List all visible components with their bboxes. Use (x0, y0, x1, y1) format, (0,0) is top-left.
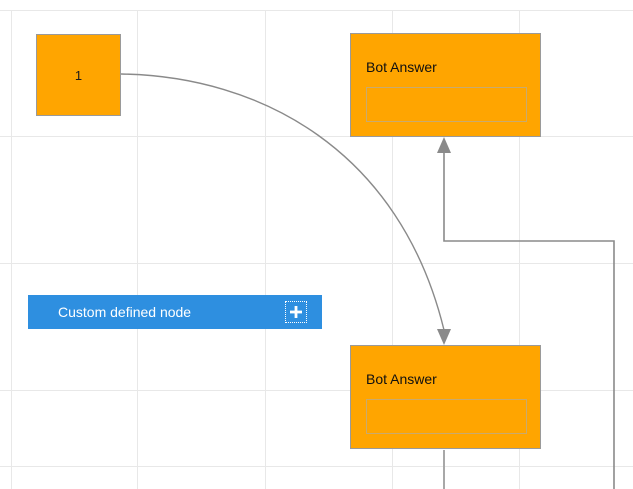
node-bot-answer-top[interactable]: Bot Answer (350, 33, 541, 137)
plus-glyph (290, 306, 302, 318)
plus-icon[interactable] (285, 301, 307, 323)
node-title: Bot Answer (366, 59, 437, 75)
node-start-label: 1 (74, 67, 83, 83)
node-slot-input[interactable] (366, 399, 527, 434)
node-start[interactable]: 1 (36, 34, 121, 116)
custom-defined-node-label: Custom defined node (58, 304, 192, 320)
custom-defined-node-bar[interactable]: Custom defined node (28, 295, 322, 329)
node-title: Bot Answer (366, 371, 437, 387)
node-bot-answer-bottom[interactable]: Bot Answer (350, 345, 541, 449)
node-slot-input[interactable] (366, 87, 527, 122)
